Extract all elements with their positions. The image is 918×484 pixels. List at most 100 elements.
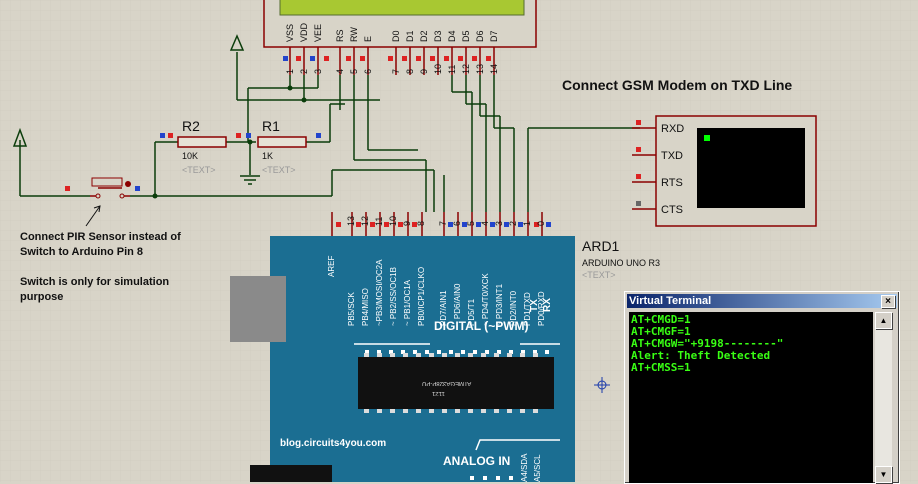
sim-note-line1: Switch is only for simulation (20, 276, 170, 288)
r1-name: R1 (262, 118, 280, 134)
resistor-r2[interactable] (177, 136, 227, 148)
arduino-pin-name: PB0/ICP1/CLKO (417, 266, 426, 326)
power-arrows (12, 34, 245, 147)
lcd-pin-name: D6 (475, 30, 485, 42)
arduino-pin-number: 1 (522, 220, 532, 226)
analog-pin-name: A4/SDA (520, 453, 529, 482)
lcd-pin-name: VEE (313, 23, 323, 42)
junctions (152, 85, 307, 199)
arduino-pin-name: ~ PB2/SS/OC1B (389, 267, 398, 326)
wires (19, 52, 640, 212)
lcd-module[interactable] (263, 0, 537, 48)
arduino-pin-name: PD5/T1 (467, 298, 476, 326)
arduino-text: <TEXT> (582, 270, 616, 280)
r2-text: <TEXT> (182, 165, 216, 175)
lcd-pin-number: 7 (391, 68, 401, 74)
arduino-pin-number: 10 (388, 215, 398, 226)
close-icon[interactable]: × (881, 295, 895, 308)
arduino-pin-number: 13 (346, 215, 356, 226)
arduino-pin-number: 8 (416, 220, 426, 226)
lcd-pin-number: 4 (335, 68, 345, 74)
arduino-pin-number: 0 (536, 220, 546, 226)
virtual-terminal-scrollbar[interactable]: ▲ ▼ (875, 312, 892, 483)
arduino-pin-number: 5 (466, 220, 476, 226)
analog-label: ANALOG IN (443, 454, 511, 468)
lcd-pin-name: D0 (391, 30, 401, 42)
arduino-pin-name: ~ PD4/T0/XCK (481, 273, 490, 326)
pin-markers (65, 56, 641, 227)
lcd-pin-stubs (289, 47, 495, 75)
lcd-pin-name: D3 (433, 30, 443, 42)
lcd-pin-name: RW (349, 27, 359, 42)
lcd-pin-number: 2 (299, 68, 309, 74)
lcd-pin-name: RS (335, 29, 345, 42)
sim-note-line2: purpose (20, 291, 64, 303)
lcd-pin-name: D2 (419, 30, 429, 42)
terminal-line: Alert: Theft Detected (631, 349, 771, 362)
gsm-pin-cts: CTS (661, 204, 683, 216)
aref-label: AREF (327, 255, 336, 277)
scroll-up-icon[interactable]: ▲ (875, 312, 892, 329)
lcd-pin-number: 12 (461, 63, 471, 74)
lcd-pin-number: 6 (363, 68, 373, 74)
lcd-pin-name: E (363, 35, 373, 42)
lcd-pin-number: 10 (433, 63, 443, 74)
arduino-pin-name: PD7/AIN1 (439, 290, 448, 326)
gsm-pin-rts: RTS (661, 177, 683, 189)
arduino-pin-name: ~ PD3/INT1 (495, 283, 504, 326)
lcd-pin-name: D1 (405, 30, 415, 42)
lcd-pin-name: D5 (461, 30, 471, 42)
pir-note-line1: Connect PIR Sensor instead of (20, 231, 181, 243)
arduino-pin-number: 2 (508, 220, 518, 226)
pir-note-line2: Switch to Arduino Pin 8 (20, 246, 144, 258)
lcd-pin-number: 13 (475, 63, 485, 74)
lcd-pin-name: D4 (447, 30, 457, 42)
lcd-pin-number: 11 (447, 64, 457, 74)
lcd-pin-name: D7 (489, 30, 499, 42)
switch[interactable] (90, 177, 131, 199)
lcd-pin-number: 5 (349, 68, 359, 74)
arduino-board[interactable] (230, 212, 575, 482)
lcd-pin-name: VSS (285, 23, 295, 42)
arduino-pin-number: 3 (494, 220, 504, 226)
terminal-line: AT+CMGF=1 (631, 325, 691, 338)
ground-symbol (240, 175, 260, 185)
lcd-pin-name: VDD (299, 22, 309, 42)
chip-label: ATMEGA328P-PU (422, 380, 472, 386)
chip-sub-label: 1121 (432, 390, 445, 396)
analog-pin-name: A5/SCL (533, 454, 542, 482)
arduino-pin-number: 4 (480, 220, 490, 226)
virtual-terminal-title: Virtual Terminal (629, 295, 712, 307)
arduino-model: ARDUINO UNO R3 (582, 258, 661, 268)
arduino-pin-name: ~ PD6/AIN0 (453, 283, 462, 326)
arduino-pin-name: PD0/RXD (537, 291, 546, 326)
gsm-pin-txd: TXD (661, 150, 683, 162)
arduino-pin-name: ~ PB1/OC1A (403, 279, 412, 326)
blog-label: blog.circuits4you.com (280, 438, 387, 449)
arduino-pin-number: 9 (402, 220, 412, 226)
arduino-pin-number: 11 (374, 216, 384, 226)
arduino-pin-name: ~PB3/MOSI/OC2A (375, 259, 384, 326)
arduino-pin-name: PB4/MISO (361, 288, 370, 326)
arduino-pin-name: PD1/TXD (523, 292, 532, 326)
gsm-title: Connect GSM Modem on TXD Line (562, 77, 793, 93)
terminal-line: AT+CMSS=1 (631, 361, 691, 374)
crosshair-cursor-icon (594, 377, 610, 393)
r1-value: 1K (262, 151, 274, 161)
terminal-line: AT+CMGD=1 (631, 313, 691, 326)
terminal-line: AT+CMGW="+9198--------" (631, 337, 784, 350)
arduino-ref: ARD1 (582, 238, 620, 254)
resistor-r1[interactable] (257, 136, 307, 148)
virtual-terminal-titlebar[interactable]: Virtual Terminal × (627, 294, 897, 308)
arduino-pin-name: PB5/SCK (347, 292, 356, 326)
r2-value: 10K (182, 151, 199, 161)
r2-name: R2 (182, 118, 200, 134)
lcd-pin-number: 3 (313, 68, 323, 74)
scroll-down-icon[interactable]: ▼ (875, 466, 892, 483)
gsm-modem[interactable] (632, 115, 817, 227)
lcd-pin-number: 9 (419, 68, 429, 74)
arduino-pin-name: PD2/INT0 (509, 290, 518, 326)
